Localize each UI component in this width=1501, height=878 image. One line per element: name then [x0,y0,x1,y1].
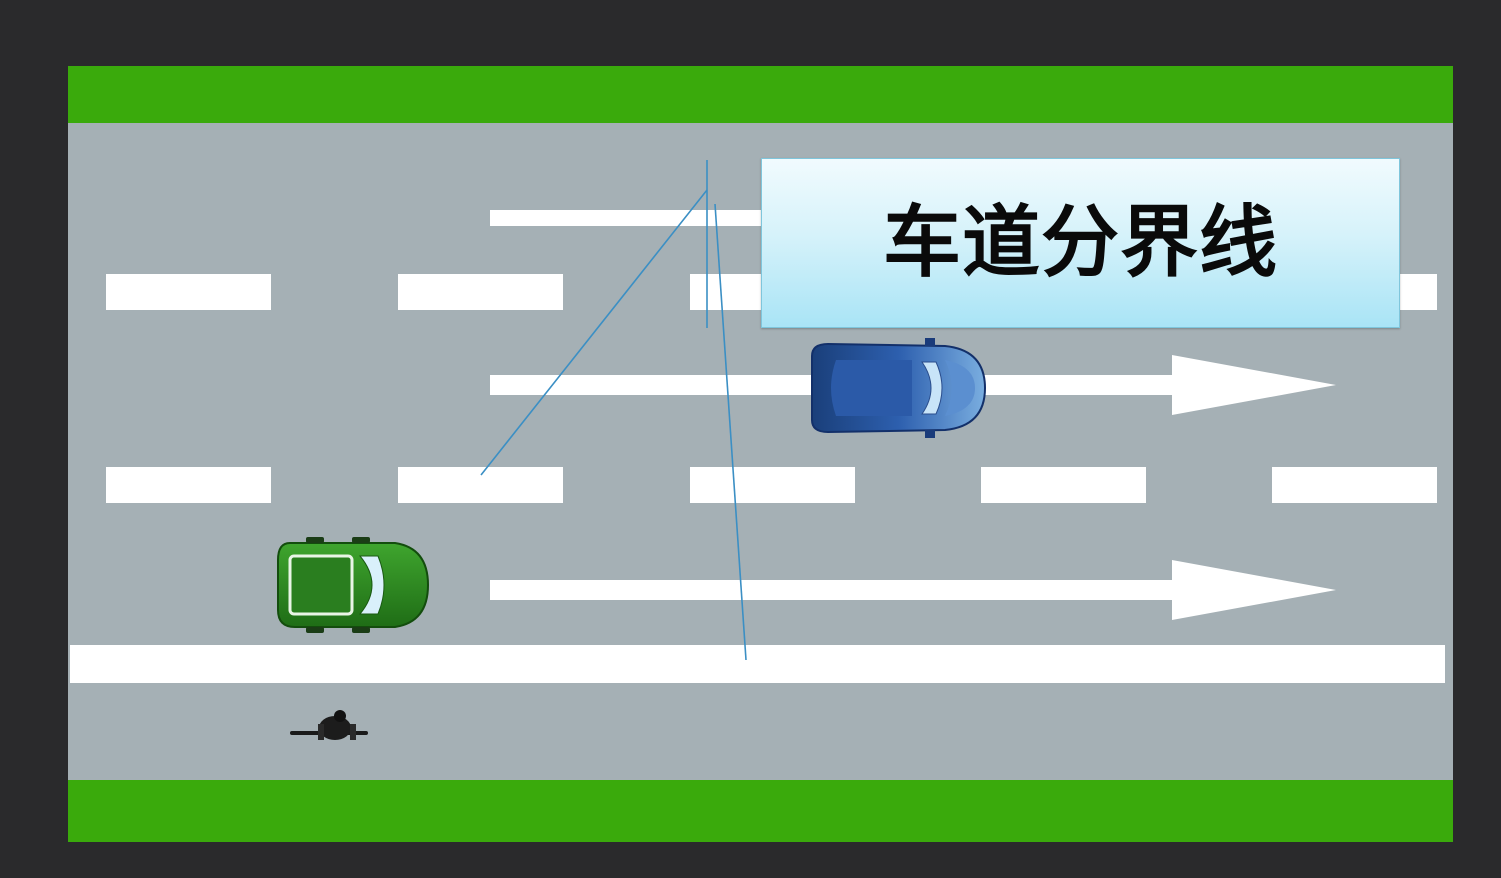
upper-solid-line [490,210,770,226]
dash-segment [398,467,563,503]
dash-segment [690,467,855,503]
solid-edge-line [70,645,1445,683]
green-car-icon [277,537,430,633]
callout-label: 车道分界线 [882,198,1278,288]
lane-divider-callout: 车道分界线 [761,158,1400,328]
dash-segment [398,274,563,310]
lane-direction-arrow-icon [490,560,1336,620]
top-grass-strip [68,66,1453,123]
dashed-lane-divider-2 [106,467,1437,503]
bottom-grass-strip [68,780,1453,842]
dash-segment [106,274,271,310]
blue-car-icon [811,338,987,438]
cyclist-icon [290,710,368,740]
dash-segment [1272,467,1437,503]
dash-segment [981,467,1146,503]
dash-segment [106,467,271,503]
callout-leader-lines [480,160,747,661]
